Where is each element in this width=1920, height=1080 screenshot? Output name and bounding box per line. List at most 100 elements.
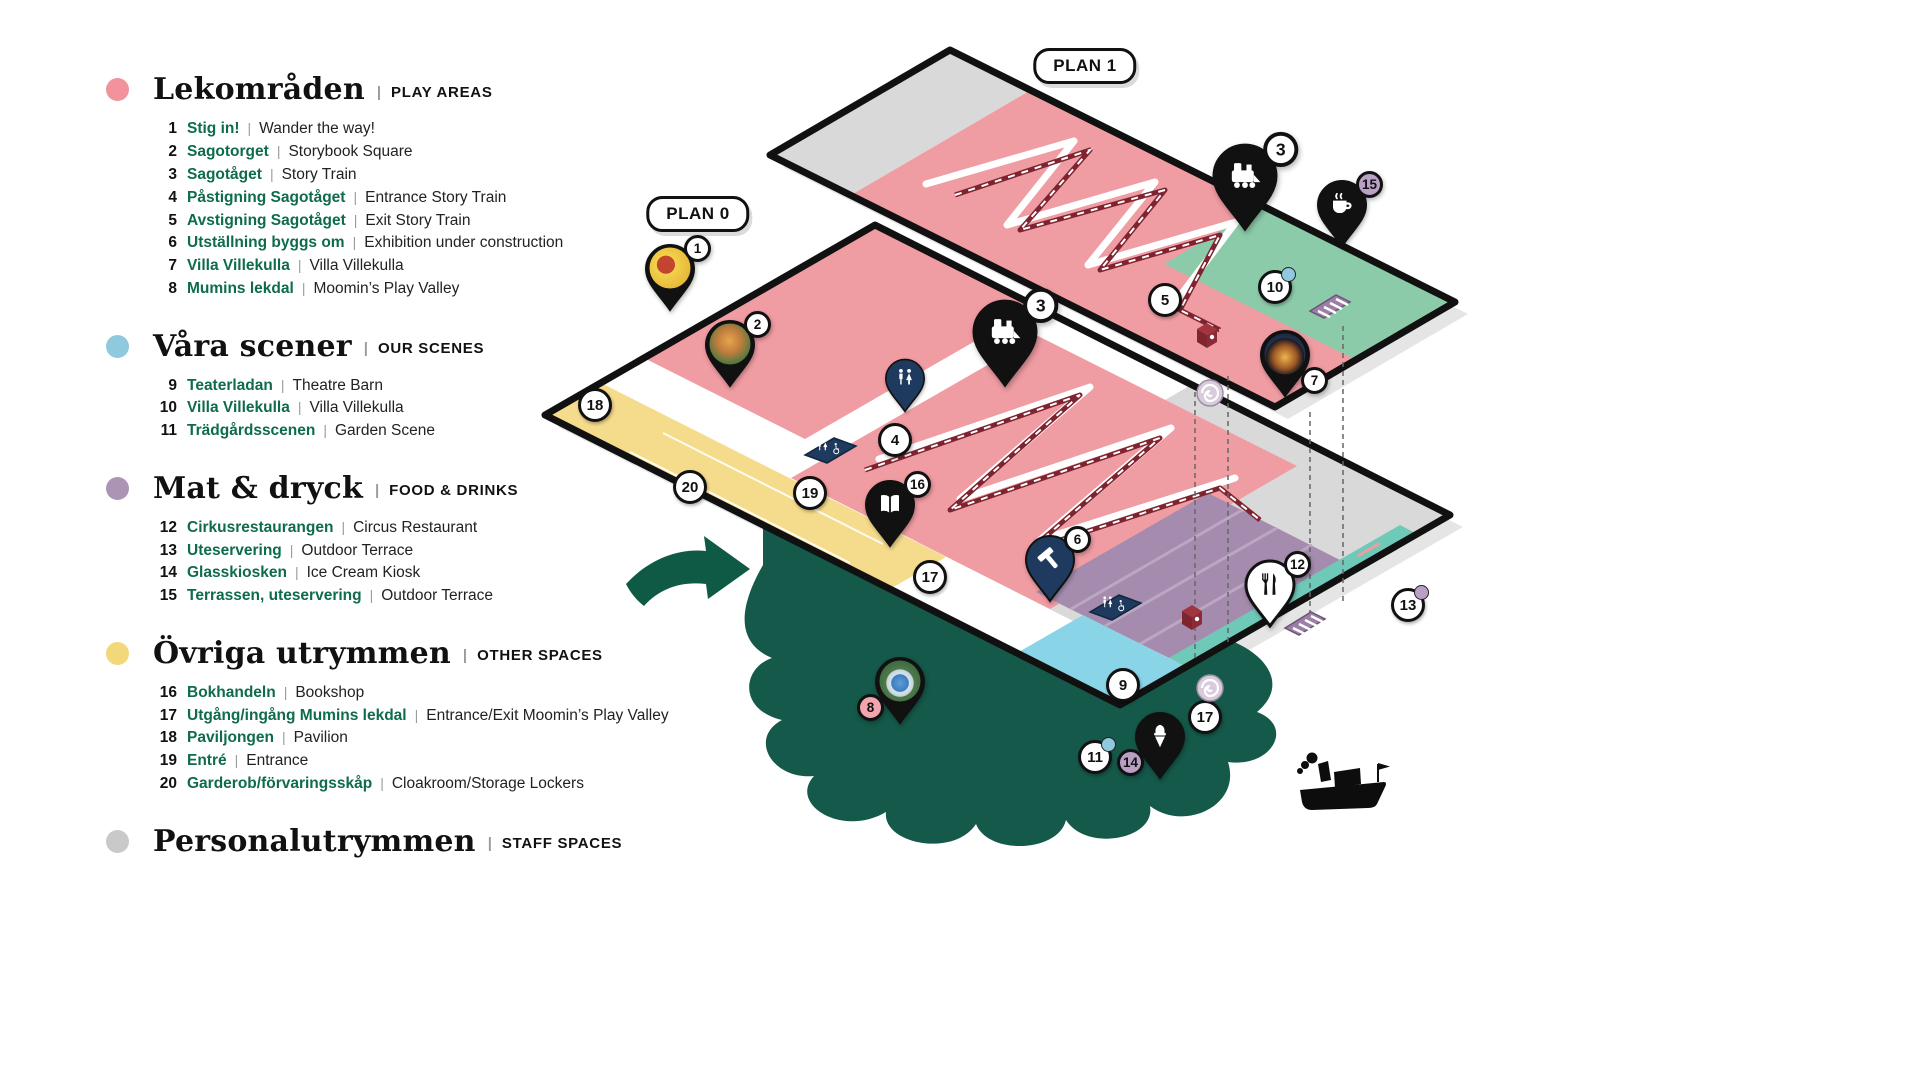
item-name-en: Outdoor Terrace [381,587,493,605]
marker-photo-mumin [879,660,921,702]
separator: | [376,83,382,101]
legend-section: Övriga utrymmen | OTHER SPACES 16 Bokhan… [106,636,706,794]
separator: | [289,541,294,558]
floor-label-plan-0: PLAN 0 [646,196,750,232]
cutlery-icon [1257,571,1284,598]
plan0-purple-stripes [1070,508,1313,646]
book-icon [877,491,904,518]
plan1-border [766,46,1459,411]
category-title-en: STAFF SPACES [501,835,623,852]
legend-section: Personalutrymmen | STAFF SPACES [106,824,706,859]
item-name-sv: Villa Villekulla [187,399,290,417]
item-name-en: Wander the way! [259,120,375,137]
item-number: 18 [159,729,177,747]
map-marker-6: 6 [1022,526,1091,603]
plan0-region-yellow [545,383,946,589]
legend-item: 15 Terrassen, uteservering | Outdoor Ter… [153,586,706,605]
separator: | [297,257,302,274]
legend-section-header: Övriga utrymmen | OTHER SPACES [106,636,706,671]
category-title-sv: Personalutrymmen [153,823,476,859]
legend-item: 20 Garderob/förvaringsskåp | Cloakroom/S… [153,774,706,793]
category-color-dot [106,829,129,853]
legend-item: 6 Utställning byggs om | Exhibition unde… [153,233,706,252]
legend-item: 10 Villa Villekulla | Villa Villekulla [153,398,706,417]
map-marker-17: 17 [913,560,947,594]
plan0-yellow-grid [629,432,884,564]
legend: Lekområden | PLAY AREAS 1 Stig in! | Wan… [106,72,706,889]
separator: | [283,683,288,700]
item-name-sv: Paviljongen [187,729,274,747]
map-marker-9: 9 [1106,668,1140,702]
item-name-en: Exit Story Train [365,211,471,229]
legend-item: 5 Avstigning Sagotåget | Exit Story Trai… [153,211,706,230]
item-name-sv: Sagotorget [187,142,269,160]
separator: | [294,564,299,581]
item-number: 19 [159,752,177,770]
separator: | [341,518,346,535]
legend-item: 11 Trädgårdsscenen | Garden Scene [153,421,706,440]
legend-item: 19 Entré | Entrance [153,751,706,770]
item-name-en: Ice Cream Kiosk [306,564,421,582]
category-title-en: OTHER SPACES [477,647,603,665]
legend-item: 18 Paviljongen | Pavilion [153,728,706,747]
map-marker-19: 19 [793,476,827,510]
marker-photo-stig-in [649,247,691,289]
boat-icon [1297,752,1390,810]
item-number: 1 [168,120,177,137]
item-number: 7 [168,257,177,275]
item-name-en: Cloakroom/Storage Lockers [391,775,584,793]
plan1-region-green [1164,206,1455,360]
marker-number-badge: 3 [1023,287,1059,323]
item-number: 13 [159,541,177,559]
category-title-en: FOOD & DRINKS [389,482,519,500]
item-name-en: Bookshop [295,683,365,701]
map-marker-3: 3 [969,287,1059,388]
separator: | [414,706,419,723]
separator: | [353,188,358,205]
coffee-icon [1329,191,1356,218]
separator: | [297,399,302,416]
separator: | [234,752,239,769]
item-number: 10 [159,399,177,417]
map-marker-14: 14 [1117,710,1188,780]
map-marker-7: 7 [1257,328,1328,398]
category-title-en: OUR SCENES [378,340,485,357]
legend-section-header: Våra scener | OUR SCENES [106,329,706,364]
map-marker-4: 4 [878,423,912,457]
plan0-region-pink-upper [644,225,1036,439]
legend-item: 7 Villa Villekulla | Villa Villekulla [153,256,706,275]
item-number: 20 [159,775,177,793]
item-name-en: Theatre Barn [292,376,383,394]
legend-item: 1 Stig in! | Wander the way! [153,119,706,138]
item-name-sv: Terrassen, uteservering [187,587,362,605]
legend-item: 2 Sagotorget | Storybook Square [153,142,706,161]
plan0-region-pond [1017,615,1186,705]
map-marker-5: 5 [1148,283,1182,317]
item-name-sv: Sagotåget [187,165,262,183]
item-number: 3 [168,165,177,183]
separator: | [276,142,281,159]
level-connector-lines [1194,326,1344,660]
category-color-dot [106,334,129,358]
category-color-dot [106,641,129,665]
separator: | [353,211,358,228]
map-marker-12: 12 [1242,551,1311,628]
legend-section: Lekområden | PLAY AREAS 1 Stig in! | Wan… [106,72,706,299]
item-name-sv: Entré [187,752,227,770]
separator: | [323,422,327,439]
legend-section: Mat & dryck | FOOD & DRINKS 12 Cirkusres… [106,471,706,606]
item-number: 14 [159,564,177,582]
plan1-track-dashes [954,147,1222,331]
icecream-icon [1147,723,1174,750]
item-number: 6 [168,234,177,252]
legend-item: 9 Teaterladan | Theatre Barn [153,376,706,395]
item-number: 4 [168,188,177,206]
plan0-track-dashes [864,394,1261,551]
item-name-sv: Teaterladan [187,376,273,394]
item-name-en: Garden Scene [335,422,435,440]
item-name-sv: Utgång/ingång Mumins lekdal [187,706,407,724]
train-icon [1227,157,1262,192]
marker-number-badge: 6 [1064,526,1091,553]
